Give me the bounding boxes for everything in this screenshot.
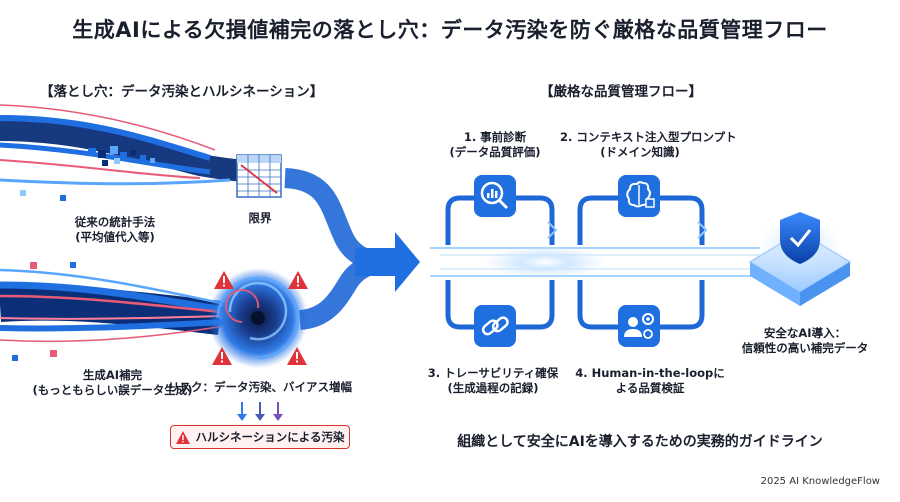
step2-label: 2. コンテキスト注入型プロンプト (ドメイン知識)	[560, 130, 737, 160]
result-label: 安全なAI導入： 信頼性の高い補完データ	[740, 326, 870, 356]
right-section-heading: 【厳格な品質管理フロー】	[540, 84, 702, 100]
step4-subtitle: よる品質検証	[615, 381, 685, 395]
guideline-tagline: 組織として安全にAIを導入するための実務的ガイドライン	[457, 434, 823, 450]
step3-subtitle: (生成過程の記録)	[447, 381, 539, 395]
warning-label: ハルシネーションによる汚染	[195, 430, 345, 444]
main-flow-arrow	[355, 232, 760, 292]
down-arrows	[237, 402, 283, 421]
hallucination-vortex	[208, 268, 308, 368]
traditional-label-line1: 従来の統計手法	[74, 215, 156, 229]
left-section-heading: 【落とし穴：データ汚染とハルシネーション】	[40, 84, 324, 100]
magnifier-chart-icon	[474, 175, 516, 217]
traditional-data-stream	[0, 104, 271, 201]
result-line2: 信頼性の高い補完データ	[741, 341, 869, 355]
warning-icon	[212, 271, 308, 365]
people-gear-icon	[618, 305, 660, 347]
step2-title: 2. コンテキスト注入型プロンプト	[560, 130, 737, 144]
spreadsheet-icon	[236, 154, 282, 198]
step3-label: 3. トレーサビリティ確保 (生成過程の記録)	[418, 366, 568, 396]
limit-label: 限界	[248, 211, 272, 225]
step4-title: 4. Human-in-the-loopに	[575, 366, 725, 380]
traditional-method-label: 従来の統計手法 (平均値代入等)	[40, 215, 190, 245]
chain-link-icon	[474, 305, 516, 347]
step3-title: 3. トレーサビリティ確保	[427, 366, 559, 380]
step1-label: 1. 事前診断 (データ品質評価)	[430, 130, 560, 160]
traditional-label-line2: (平均値代入等)	[75, 230, 155, 244]
genai-label-line1: 生成AI補完	[82, 368, 143, 382]
page-title: 生成AIによる欠損値補完の落とし穴：データ汚染を防ぐ厳格な品質管理フロー	[72, 18, 828, 42]
result-line1: 安全なAI導入：	[763, 326, 847, 340]
brain-chip-icon	[618, 175, 660, 217]
footer-credit: 2025 AI KnowledgeFlow	[760, 476, 880, 487]
shield-check-icon	[748, 212, 852, 306]
genai-label-line2: (もっともらしい誤データ生成)	[32, 383, 193, 397]
step1-subtitle: (データ品質評価)	[449, 145, 541, 159]
warning-icon	[175, 430, 190, 444]
genai-data-stream	[0, 262, 231, 361]
step1-title: 1. 事前診断	[463, 130, 527, 144]
genai-completion-label: 生成AI補完 (もっともらしい誤データ生成)	[20, 368, 205, 398]
hallucination-warning-badge: ハルシネーションによる汚染	[170, 425, 350, 449]
step2-subtitle: (ドメイン知識)	[600, 145, 680, 159]
risk-label: リスク：データ汚染、バイアス増幅	[168, 380, 352, 394]
step4-label: 4. Human-in-the-loopに よる品質検証	[570, 366, 730, 396]
